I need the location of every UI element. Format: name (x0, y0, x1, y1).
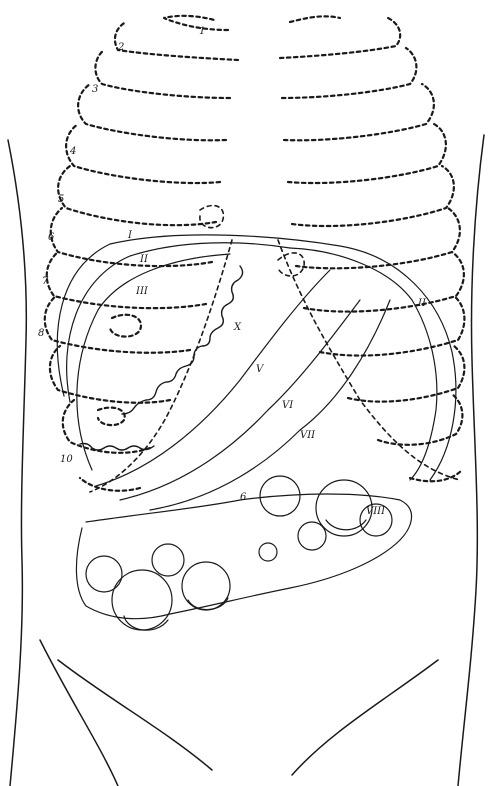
rib-number-10: 10 (60, 454, 73, 465)
left-thigh-line (40, 640, 118, 786)
left-rib-small-loop (110, 315, 141, 337)
left-rib-small-loop-2 (98, 408, 125, 425)
bubble-right-large (316, 480, 372, 536)
right-rib-6 (292, 166, 454, 226)
bubble-mid (152, 544, 184, 576)
label-V: V (256, 364, 265, 375)
label-VII: VII (300, 430, 316, 441)
xiphoid-loop (200, 206, 224, 228)
right-costal-margin (278, 240, 460, 480)
mark-6: 6 (240, 492, 247, 503)
rib-number-8: 8 (38, 328, 44, 339)
label-III: III (135, 286, 149, 297)
bubble-right-small (298, 522, 326, 550)
scalloped-region (80, 266, 243, 450)
left-rib-9 (45, 296, 190, 353)
left-rib-5 (66, 124, 220, 183)
left-rib-6 (58, 166, 216, 225)
body-outline (8, 135, 484, 786)
right-groin-line (292, 660, 438, 775)
right-flank-line (458, 135, 484, 786)
rib-number-6: 6 (48, 232, 55, 243)
label-X: X (233, 322, 242, 333)
right-rib-10 (348, 346, 464, 402)
left-rib-3 (95, 50, 230, 98)
rib-number-7: 7 (42, 276, 49, 287)
rib-number-1: 1 (199, 26, 205, 37)
bubble-small (259, 543, 277, 561)
rib-number-2: 2 (117, 42, 124, 53)
rib-number-3: 3 (92, 84, 98, 95)
bubble-mid2 (182, 562, 230, 610)
right-rib-5 (288, 124, 446, 183)
left-flank-line (8, 140, 26, 786)
right-rib-3 (282, 48, 416, 98)
lower-abdomen-outline (86, 494, 412, 540)
label-VI: VI (282, 400, 294, 411)
bubble-left (86, 556, 122, 592)
lower-abdomen-base (76, 528, 400, 619)
label-VIII: VIII (366, 506, 386, 517)
left-rib-12 (80, 478, 140, 491)
rib-number-5: 5 (58, 194, 64, 205)
right-rib-1 (290, 16, 340, 22)
rib-number-4: 4 (69, 146, 76, 157)
outline-III (77, 254, 230, 470)
right-rib-7 (296, 208, 460, 268)
right-rib-2 (280, 18, 400, 58)
left-rib-2 (115, 22, 238, 60)
rib-cage (45, 16, 465, 492)
left-rib-10 (50, 346, 170, 403)
label-II-right: II (417, 298, 427, 309)
outline-II-left (67, 243, 290, 402)
bowel-bubbles (86, 476, 392, 630)
label-II: II (139, 254, 149, 265)
left-rib-1 (164, 16, 228, 30)
